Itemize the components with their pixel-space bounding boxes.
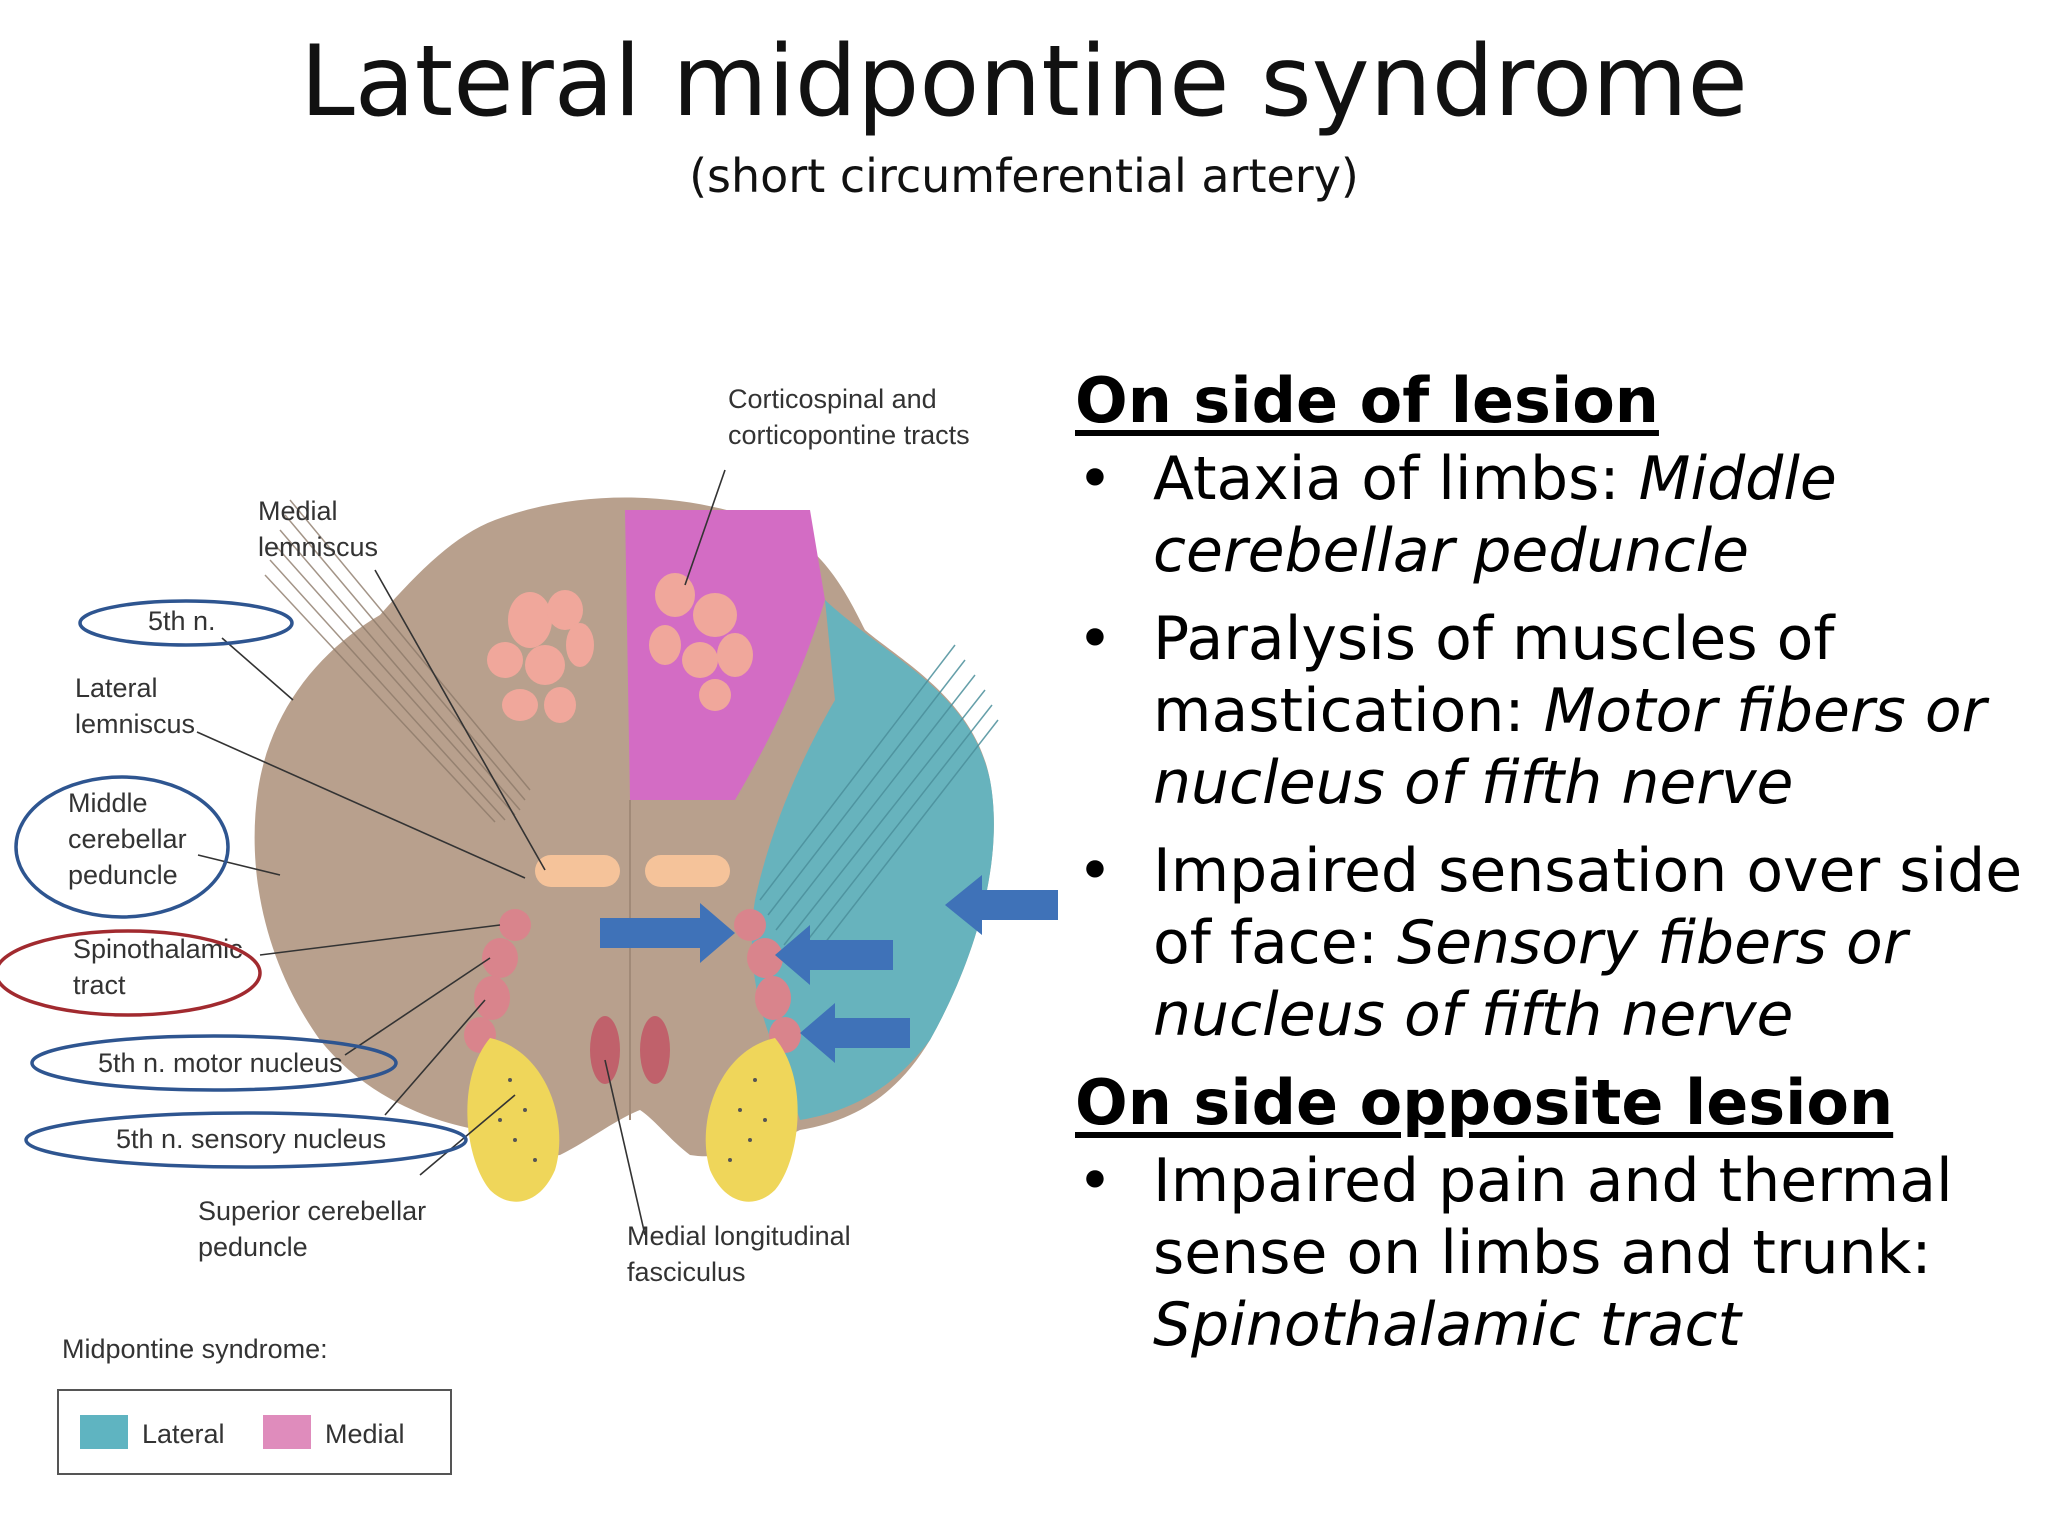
nuclei-column-left <box>464 909 531 1053</box>
label-medial-lemniscus: Medial lemniscus <box>258 496 378 562</box>
bullet-dot: • <box>1077 444 1113 514</box>
fourth-ventricle-floor <box>585 1120 675 1165</box>
pontine-nuclei-right <box>649 573 753 711</box>
superior-cerebellar-peduncle-right <box>705 1038 798 1202</box>
heading-side-opposite-lesion: On side opposite lesion <box>1075 1066 1894 1139</box>
mlf-left <box>590 1016 620 1084</box>
bullet-cause: Spinothalamic tract <box>1153 1290 1741 1360</box>
list-item: • Paralysis of muscles of mastication: Mo… <box>1075 603 2025 819</box>
leader-mlf <box>604 1059 646 1236</box>
leader-spinothalamic <box>259 924 501 956</box>
bullet-dot: • <box>1077 604 1113 674</box>
left-fibers <box>264 499 531 823</box>
list-item: • Impaired sensation over side of face: S… <box>1075 835 2025 1051</box>
pontine-nuclei-left <box>487 590 594 723</box>
bullet-text: Paralysis of muscles of mastication: <box>1153 604 1835 746</box>
leader-sensory-nucleus <box>384 999 486 1116</box>
bullet-text: Ataxia of limbs: <box>1153 444 1639 514</box>
legend-box <box>57 1389 452 1475</box>
heading-side-of-lesion: On side of lesion <box>1075 364 1659 437</box>
list-side-opposite-lesion: • Impaired pain and thermal sense on limb… <box>1075 1145 2025 1361</box>
highlight-circle-sensory-nucleus <box>24 1111 468 1169</box>
label-fifth-nerve: 5th n. <box>148 606 216 636</box>
right-fibers <box>759 644 999 976</box>
highlight-circle-fifth-nerve <box>78 599 294 647</box>
bullet-cause: Motor fibers or nucleus of fifth nerve <box>1153 676 1987 818</box>
legend-label-lateral: Lateral <box>142 1419 225 1449</box>
leader-middle-cerebellar <box>197 854 281 876</box>
leader-corticospinal <box>684 469 726 586</box>
legend-swatch-medial <box>263 1415 311 1449</box>
bullet-dot: • <box>1077 1146 1113 1216</box>
leader-lateral-lemniscus <box>196 731 526 879</box>
superior-cerebellar-peduncle-left <box>467 1038 560 1202</box>
lateral-zone <box>751 600 994 1120</box>
arrow-to-motor-nucleus <box>775 925 893 985</box>
leader-medial-lemniscus <box>374 569 546 871</box>
legend-label-medial: Medial <box>325 1419 405 1449</box>
bullet-dot: • <box>1077 836 1113 906</box>
slide-title: Lateral midpontine syndrome <box>300 25 1748 139</box>
list-item: • Impaired pain and thermal sense on limb… <box>1075 1145 2025 1361</box>
arrow-to-spinothalamic <box>600 903 735 963</box>
highlight-circle-spinothalamic <box>0 929 262 1017</box>
label-corticospinal: Corticospinal and corticopontine tracts <box>728 384 970 450</box>
leader-superior-cerebellar <box>419 1094 516 1176</box>
pons-cross-section-diagram: Corticospinal and corticopontine tracts … <box>0 384 1058 1475</box>
label-lateral-lemniscus: Lateral lemniscus <box>75 673 195 739</box>
findings-panel: On side of lesion • Ataxia of limbs: Midd… <box>1075 365 2025 1377</box>
highlight-circle-middle-cerebellar <box>14 775 230 919</box>
bullet-cause: Sensory fibers or nucleus of fifth nerve <box>1153 908 1908 1050</box>
leader-motor-nucleus <box>344 957 491 1056</box>
list-side-of-lesion: • Ataxia of limbs: Middle cerebellar pedu… <box>1075 443 2025 1051</box>
arrow-to-middle-cerebellar <box>945 875 1058 935</box>
label-mlf: Medial longitudinal fasciculus <box>627 1221 858 1287</box>
label-middle-cerebellar: Middle cerebellar peduncle <box>68 788 194 890</box>
label-superior-cerebellar: Superior cerebellar peduncle <box>198 1196 434 1262</box>
label-motor-nucleus: 5th n. motor nucleus <box>98 1048 343 1078</box>
bullet-text: Impaired sensation over side of face: <box>1153 836 2023 978</box>
medial-lemniscus-right <box>645 855 730 887</box>
medial-lemniscus-left <box>535 855 620 887</box>
legend-swatch-lateral <box>80 1415 128 1449</box>
bullet-text: Impaired pain and thermal sense on limbs… <box>1153 1146 1953 1288</box>
highlight-circle-motor-nucleus <box>30 1034 398 1092</box>
legend-title: Midpontine syndrome: <box>62 1334 328 1364</box>
label-sensory-nucleus: 5th n. sensory nucleus <box>116 1124 386 1154</box>
arrow-to-sensory-nucleus <box>800 1003 910 1063</box>
label-spinothalamic: Spinothalamic tract <box>73 934 250 1000</box>
mlf-right <box>640 1016 670 1084</box>
leader-fifth-nerve <box>221 637 294 701</box>
bullet-cause: Middle cerebellar peduncle <box>1153 444 1837 586</box>
list-item: • Ataxia of limbs: Middle cerebellar pedu… <box>1075 443 2025 587</box>
slide-subtitle: (short circumferential artery) <box>689 149 1359 203</box>
